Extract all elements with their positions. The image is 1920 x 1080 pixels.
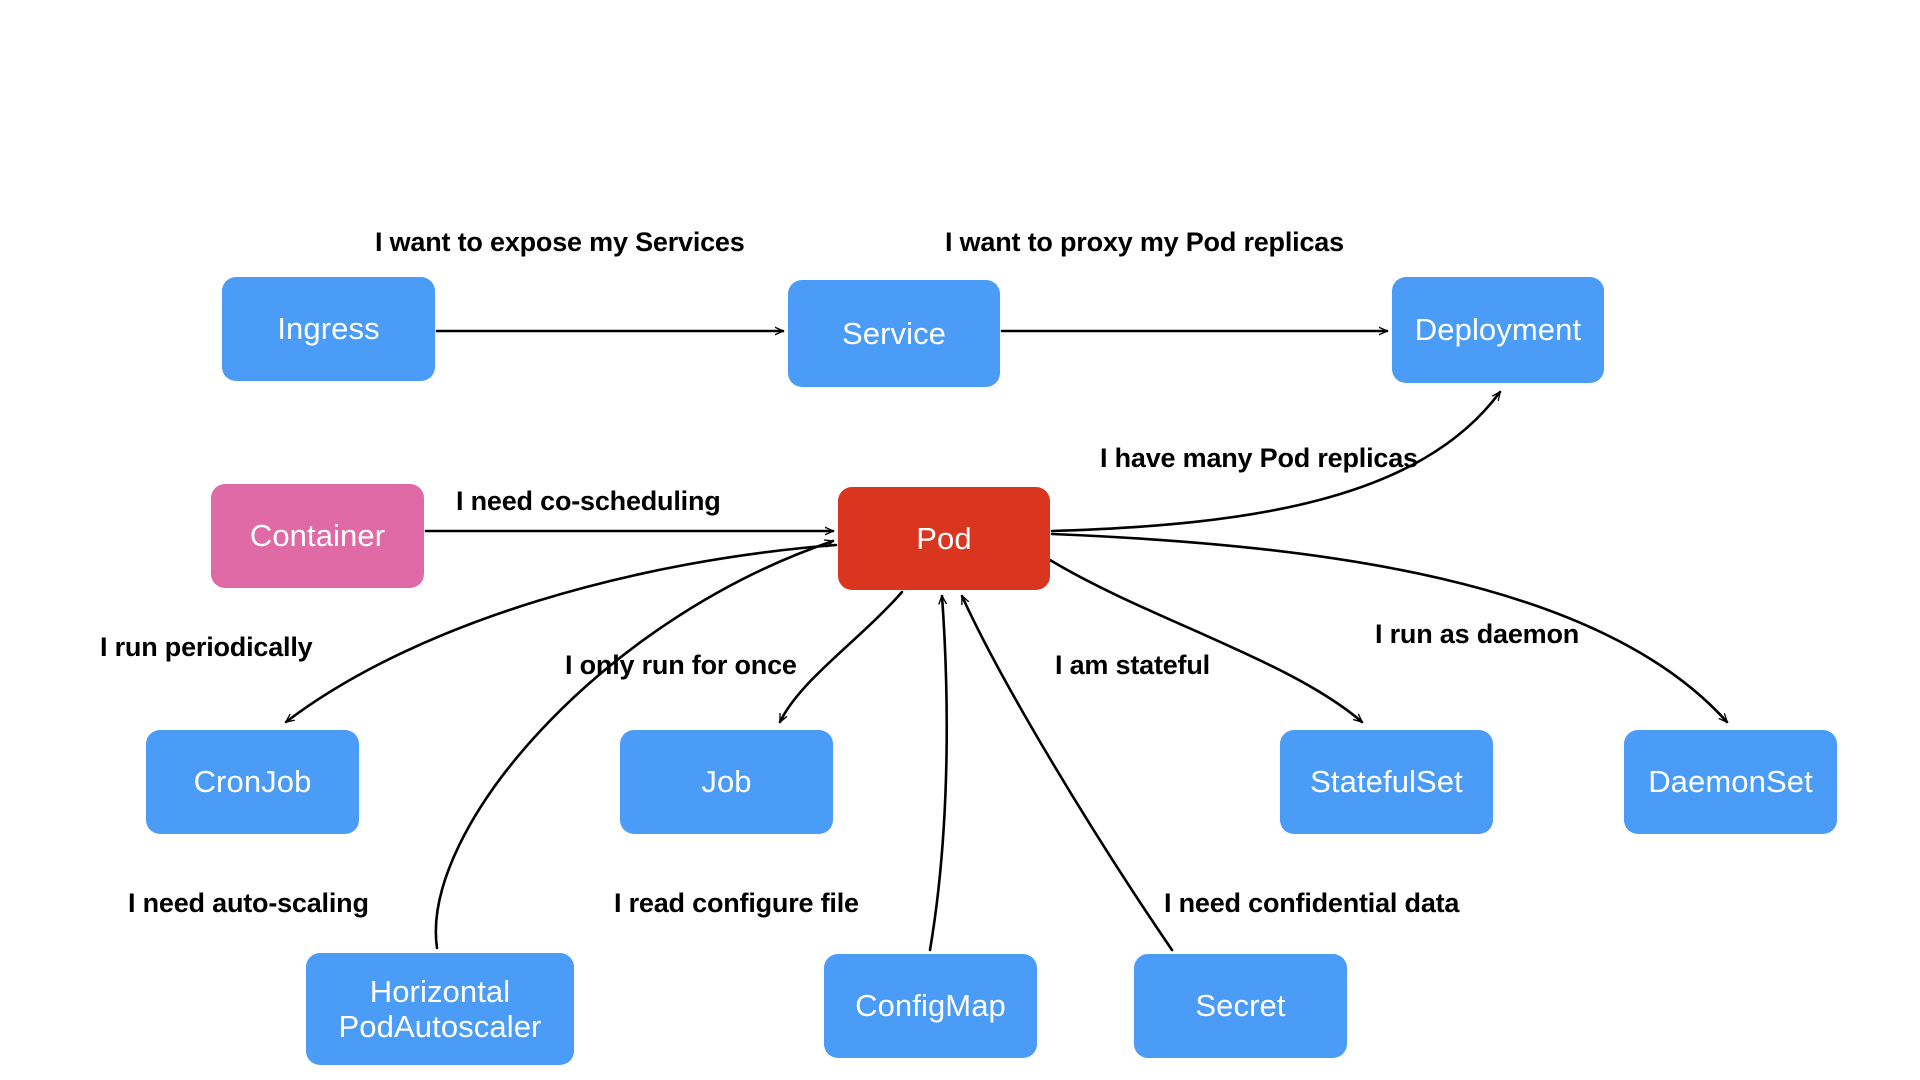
node-horizontal-pod-autoscaler[interactable]: Horizontal PodAutoscaler: [306, 953, 574, 1065]
node-daemonset[interactable]: DaemonSet: [1624, 730, 1837, 834]
edge-label-many-replicas: I have many Pod replicas: [1100, 443, 1418, 473]
edge-label-run-for-once: I only run for once: [565, 650, 797, 680]
node-daemonset-label: DaemonSet: [1648, 764, 1813, 800]
node-statefulset[interactable]: StatefulSet: [1280, 730, 1493, 834]
node-deployment[interactable]: Deployment: [1392, 277, 1604, 383]
edge-label-auto-scaling: I need auto-scaling: [128, 888, 369, 918]
node-deployment-label: Deployment: [1414, 312, 1582, 348]
node-job-label: Job: [701, 764, 752, 800]
edge-label-am-stateful: I am stateful: [1055, 650, 1210, 680]
edge-pod-to-statefulset: [1048, 558, 1364, 724]
node-secret-label: Secret: [1195, 988, 1286, 1024]
node-ingress-label: Ingress: [277, 311, 380, 347]
node-service-label: Service: [841, 315, 947, 351]
node-horizontal-pod-autoscaler-label: Horizontal PodAutoscaler: [338, 973, 542, 1044]
edge-label-run-as-daemon: I run as daemon: [1375, 619, 1580, 649]
node-secret[interactable]: Secret: [1134, 954, 1347, 1058]
edge-label-expose-services: I want to expose my Services: [375, 227, 745, 257]
node-statefulset-label: StatefulSet: [1310, 764, 1463, 800]
edge-label-confidential-data: I need confidential data: [1164, 888, 1460, 918]
node-container[interactable]: Container: [211, 484, 424, 588]
edge-pod-to-job: [778, 590, 904, 724]
edge-configmap-to-pod: [928, 594, 949, 952]
node-ingress[interactable]: Ingress: [222, 277, 435, 381]
node-cronjob-label: CronJob: [193, 764, 312, 800]
node-cronjob[interactable]: CronJob: [146, 730, 359, 834]
node-configmap-label: ConfigMap: [855, 988, 1006, 1024]
node-container-label: Container: [249, 518, 386, 554]
edge-label-read-configure: I read configure file: [614, 888, 859, 918]
node-pod[interactable]: Pod: [838, 487, 1050, 590]
node-job[interactable]: Job: [620, 730, 833, 834]
edge-label-co-scheduling: I need co-scheduling: [456, 486, 721, 516]
node-pod-label: Pod: [916, 520, 972, 556]
node-configmap[interactable]: ConfigMap: [824, 954, 1037, 1058]
node-service[interactable]: Service: [788, 280, 1000, 387]
edge-label-run-periodically: I run periodically: [100, 632, 313, 662]
edge-label-proxy-replicas: I want to proxy my Pod replicas: [945, 227, 1344, 257]
